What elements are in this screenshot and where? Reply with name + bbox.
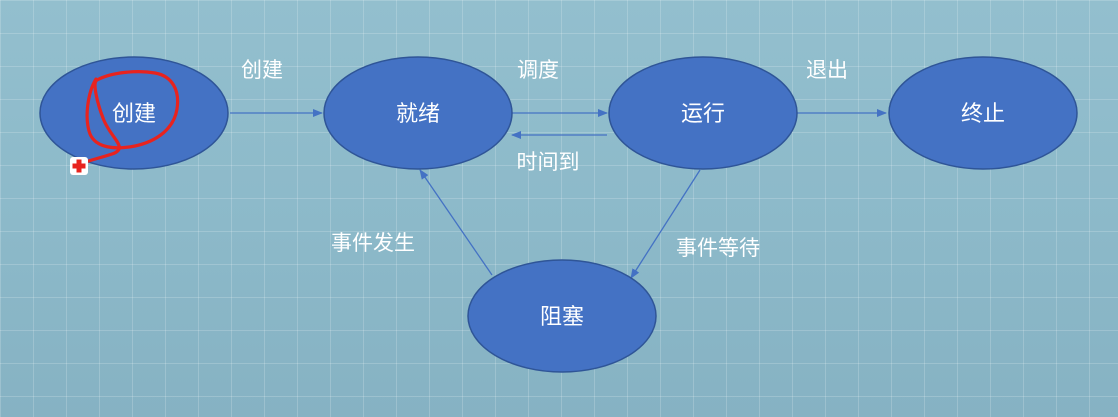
node-create-label: 创建 [112, 102, 156, 127]
edge-label-create-to-ready: 创建 [241, 58, 283, 82]
pen-cursor-icon [70, 157, 88, 175]
node-terminated: 终止 [888, 56, 1078, 170]
node-create: 创建 [39, 56, 229, 170]
node-blocked: 阻塞 [467, 259, 657, 373]
red-annotation-circle [78, 70, 180, 166]
edge-label-running-to-ready: 时间到 [517, 150, 580, 174]
node-running: 运行 [608, 56, 798, 170]
node-ready: 就绪 [323, 56, 513, 170]
node-terminated-label: 终止 [961, 102, 1005, 127]
edge-blocked-to-ready [419, 169, 493, 276]
node-blocked-label: 阻塞 [540, 305, 584, 330]
edge-label-running-to-terminated: 退出 [806, 58, 848, 82]
edge-running-to-blocked [630, 169, 701, 279]
edge-label-running-to-blocked: 事件等待 [676, 236, 760, 260]
edge-label-ready-to-running: 调度 [517, 58, 559, 82]
node-running-label: 运行 [681, 102, 725, 127]
edge-label-blocked-to-ready: 事件发生 [331, 231, 415, 255]
node-ready-label: 就绪 [396, 102, 440, 127]
